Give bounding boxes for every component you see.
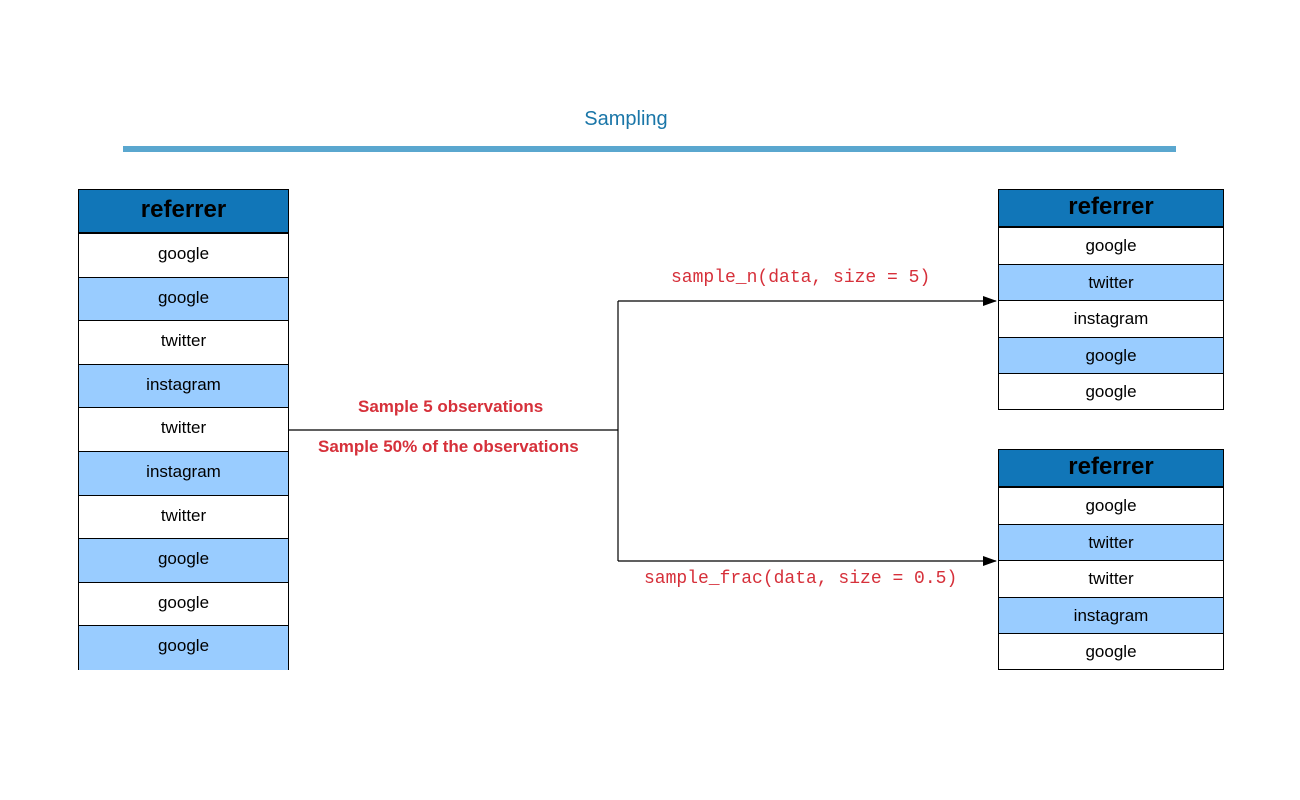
sample-frac-code: sample_frac(data, size = 0.5)	[644, 569, 958, 589]
sample-frac-table-row: twitter	[999, 561, 1223, 598]
sample-frac-table-row: google	[1085, 642, 1137, 662]
sample-n-result-table: referrer google twitter instagram google…	[998, 189, 1224, 410]
sample-n-table-row: instagram	[999, 301, 1223, 338]
sample-frac-table-row: twitter	[999, 524, 1223, 562]
source-table-header: referrer	[79, 190, 288, 234]
source-table-row: twitter	[79, 496, 288, 540]
source-table-row: google	[79, 626, 288, 670]
source-table-row: instagram	[79, 451, 288, 496]
sample-n-table-row: google	[1085, 382, 1137, 402]
sample-frac-table-row: instagram	[999, 597, 1223, 635]
sample-frac-result-table: referrer google twitter twitter instagra…	[998, 449, 1224, 670]
sample-n-table-row: google	[999, 337, 1223, 375]
source-table-row: google	[79, 583, 288, 627]
sample-n-table-row: twitter	[999, 264, 1223, 302]
sample-n-table-row: google	[999, 228, 1223, 265]
source-table: referrer google google twitter instagram…	[78, 189, 289, 670]
source-table-row: twitter	[79, 408, 288, 452]
sample-n-table-header: referrer	[999, 190, 1223, 228]
sample-n-code: sample_n(data, size = 5)	[671, 268, 931, 288]
sample-frac-table-row: google	[999, 488, 1223, 525]
source-table-row: instagram	[79, 364, 288, 409]
source-table-row: google	[79, 539, 288, 583]
sample-n-description: Sample 5 observations	[358, 397, 544, 416]
source-table-row: google	[79, 277, 288, 322]
sample-frac-table-header: referrer	[999, 450, 1223, 488]
diagram-title: Sampling	[584, 108, 668, 130]
source-table-row: twitter	[79, 321, 288, 365]
sample-frac-description: Sample 50% of the observations	[318, 437, 579, 456]
source-table-row: google	[79, 234, 288, 278]
title-underline	[123, 146, 1176, 152]
